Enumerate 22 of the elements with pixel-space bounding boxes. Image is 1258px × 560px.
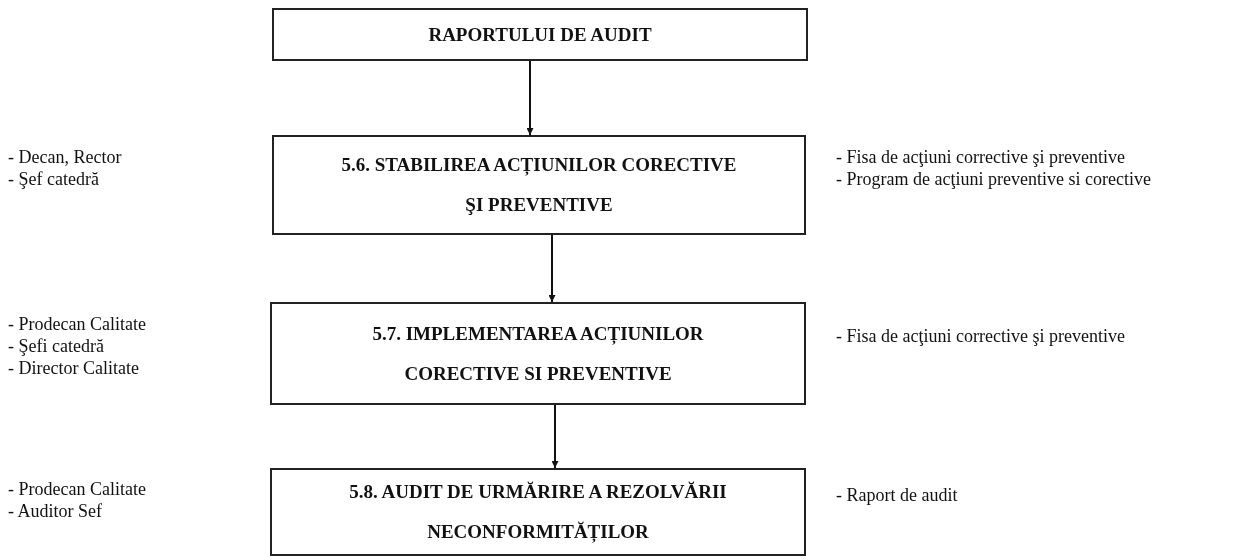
output-document: - Fisa de acţiuni corrective şi preventive xyxy=(836,325,1126,347)
responsible-role: - Şef catedră xyxy=(8,168,100,190)
arrow xyxy=(548,234,556,303)
responsible-role: - Auditor Sef xyxy=(8,500,103,522)
responsible-role: - Prodecan Calitate xyxy=(8,478,146,500)
output-document: - Fisa de acţiuni corrective şi preventive xyxy=(836,146,1126,168)
output-document: - Raport de audit xyxy=(836,484,959,506)
arrow xyxy=(526,60,534,136)
arrow xyxy=(551,404,559,469)
process-box xyxy=(270,468,806,556)
responsible-role: - Prodecan Calitate xyxy=(8,313,146,335)
process-box xyxy=(272,8,808,61)
process-box xyxy=(270,302,806,405)
box-title: 5.8. AUDIT DE URMĂRIRE A REZOLVĂRII NECONFORMITĂȚILOR xyxy=(348,480,728,545)
output-document: - Program de acţiuni preventive si corective xyxy=(836,168,1152,190)
box-title: 5.7. IMPLEMENTAREA ACȚIUNILOR CORECTIVE SI PREVENTIVE xyxy=(371,321,705,386)
responsible-role: - Şefi catedră xyxy=(8,335,105,357)
box-title: RAPORTULUI DE AUDIT xyxy=(427,22,653,47)
process-box xyxy=(272,135,806,235)
responsible-role: - Director Calitate xyxy=(8,357,140,379)
responsible-role: - Decan, Rector xyxy=(8,146,122,168)
box-title: 5.6. STABILIREA ACȚIUNILOR CORECTIVE ŞI PREVENTIVE xyxy=(340,153,738,217)
